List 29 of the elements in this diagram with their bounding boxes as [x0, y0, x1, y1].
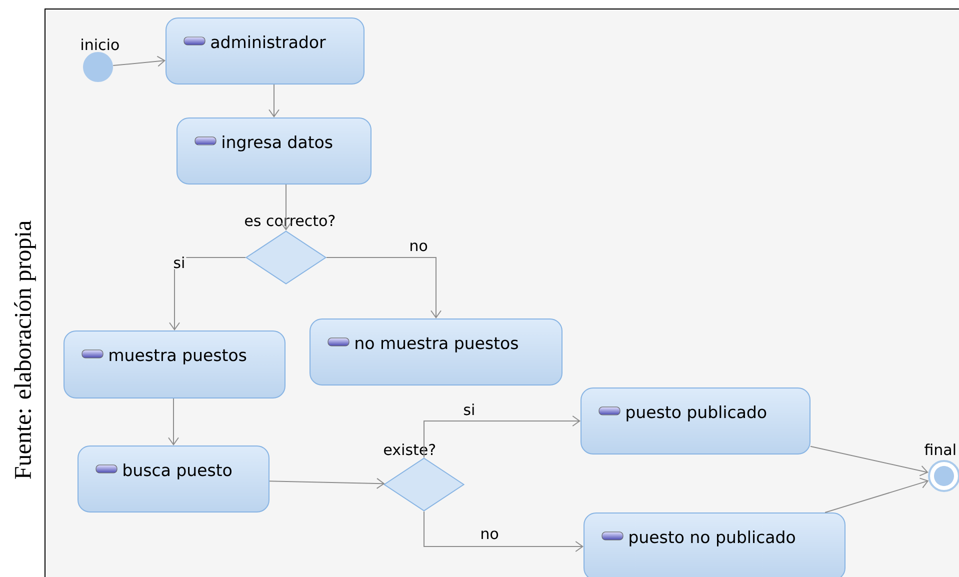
arrow [169, 257, 246, 330]
node-caption: es correcto? [245, 214, 335, 226]
edge-label: si [462, 402, 476, 416]
arrow [280, 184, 292, 230]
action-box: puesto no publicado [584, 512, 846, 577]
node-caption: final [924, 444, 956, 456]
arrow [269, 478, 385, 489]
arrow [424, 510, 584, 552]
arrow [824, 478, 929, 513]
edge-label: si [172, 256, 186, 270]
caption: Fuente: elaboración propia [14, 220, 36, 479]
arrow [424, 415, 580, 458]
action-box: administrador [166, 18, 364, 84]
end-node [928, 460, 959, 492]
action-box: no muestra puestos [310, 318, 562, 386]
action-box: puesto publicado [580, 387, 810, 454]
node-caption: existe? [384, 444, 436, 456]
action-box: muestra puestos [64, 330, 286, 398]
arrow [810, 446, 928, 476]
node-caption: inicio [82, 38, 119, 50]
action-box: ingresa datos [176, 118, 372, 184]
edge-label: no [408, 242, 429, 252]
start-node [83, 52, 113, 82]
action-box: busca puesto [78, 445, 270, 512]
arrow [268, 84, 280, 118]
arrow [326, 257, 442, 318]
arrow [112, 56, 166, 67]
arrow [168, 398, 179, 446]
edge-label: no [479, 530, 500, 540]
